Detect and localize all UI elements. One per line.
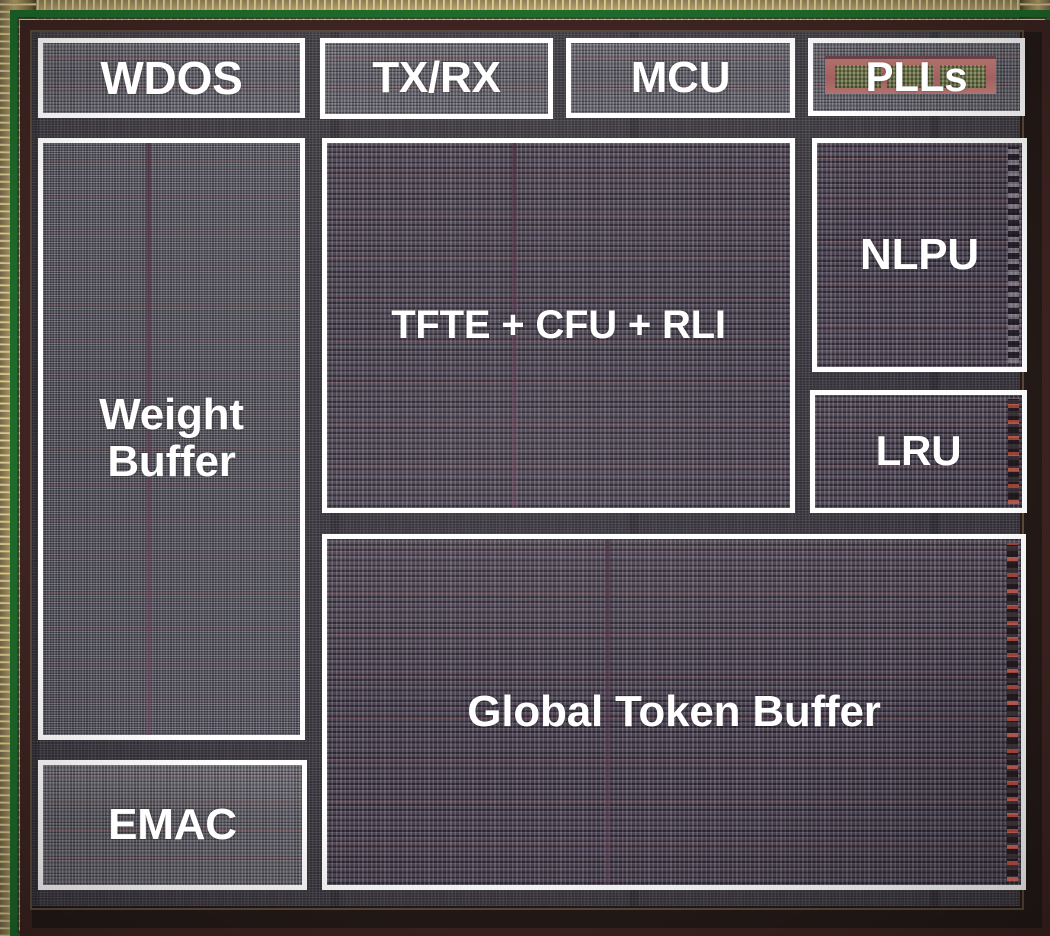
die-texture-txrx (325, 43, 548, 114)
block-label-nlpu: NLPU (860, 229, 979, 279)
die-texture-weight-buffer (43, 143, 300, 735)
pll-cell (835, 65, 882, 88)
io-pad-column-lru (1008, 399, 1019, 504)
block-nlpu[interactable]: NLPU (812, 138, 1027, 372)
io-pad-column-nlpu (1008, 147, 1019, 363)
block-label-plls: PLLs (865, 52, 968, 100)
die-texture-emac (43, 765, 302, 885)
die-texture-nlpu (817, 143, 1022, 367)
block-plls[interactable]: PLLs (808, 38, 1025, 116)
pll-analog-macro (825, 56, 996, 94)
block-label-tfte-cfu-rli: TFTE + CFU + RLI (391, 303, 726, 348)
block-label-mcu: MCU (630, 52, 731, 102)
block-label-wdos: WDOS (100, 51, 243, 104)
block-label-txrx: TX/RX (372, 53, 501, 103)
block-lru[interactable]: LRU (810, 390, 1027, 513)
block-wdos[interactable]: WDOS (38, 38, 305, 118)
block-tfte-cfu-rli[interactable]: TFTE + CFU + RLI (322, 138, 795, 513)
io-pad-column-gtb (1007, 543, 1018, 881)
pll-cell (887, 65, 934, 88)
block-label-global-token-buffer: Global Token Buffer (467, 686, 881, 736)
die-texture-lru (815, 395, 1022, 508)
pll-cell (939, 65, 986, 88)
block-global-token-buffer[interactable]: Global Token Buffer (322, 534, 1026, 890)
block-weight-buffer[interactable]: Weight Buffer (38, 138, 305, 740)
block-label-emac: EMAC (108, 799, 237, 849)
die-texture-wdos (43, 43, 300, 113)
block-mcu[interactable]: MCU (566, 38, 795, 118)
die-texture-global-token-buffer (327, 539, 1021, 885)
block-label-lru: LRU (875, 427, 962, 475)
block-emac[interactable]: EMAC (38, 760, 307, 890)
block-txrx[interactable]: TX/RX (320, 38, 553, 119)
block-label-weight-buffer: Weight Buffer (99, 390, 244, 486)
die-texture-tfte (327, 143, 790, 508)
die-texture-mcu (571, 43, 790, 113)
